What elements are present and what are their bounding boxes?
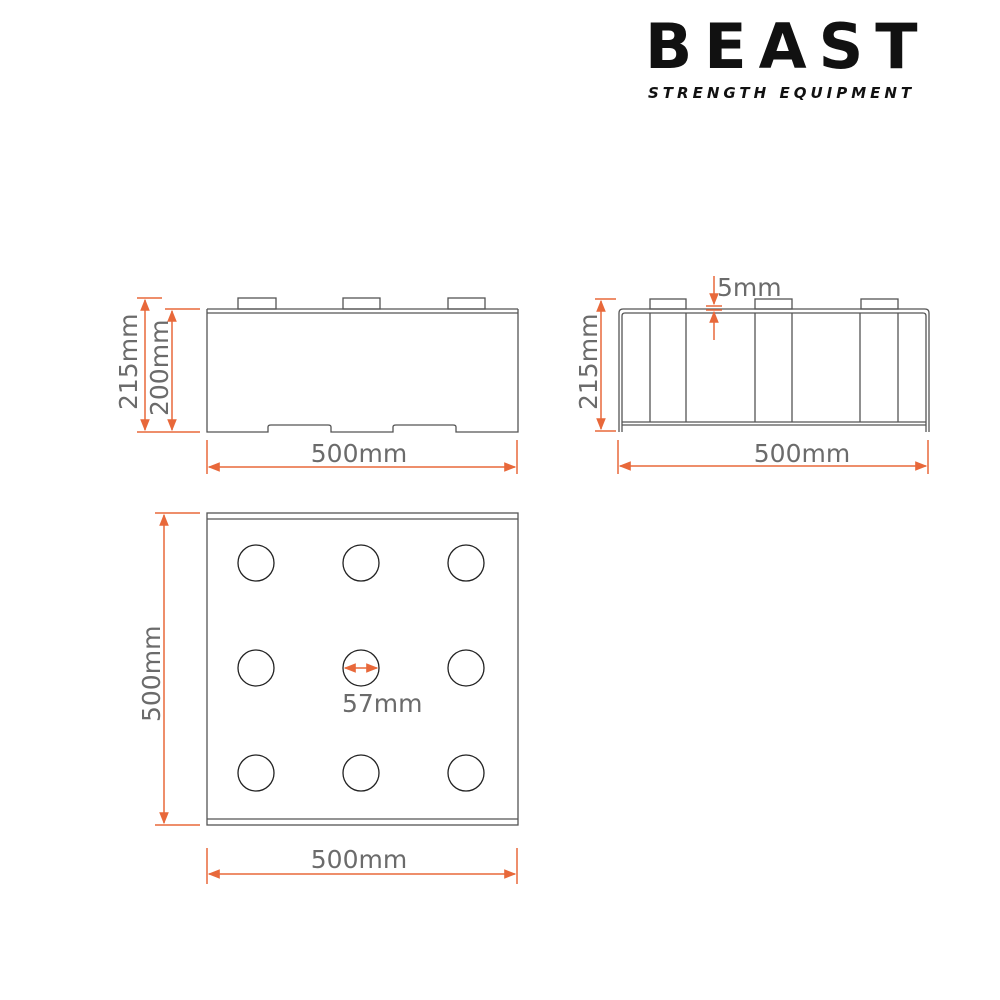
hole [237,544,275,582]
front-height-body-label: 200mm [145,320,174,416]
side-view: 5mm 215mm 500mm [574,273,930,474]
hole [342,754,380,792]
hole [342,544,380,582]
logo-tagline: STRENGTH EQUIPMENT [648,84,915,102]
front-view: 215mm 200mm 500mm [114,297,519,474]
hole [447,544,485,582]
front-width-label: 500mm [311,439,407,468]
hole [447,754,485,792]
side-thickness-label: 5mm [717,273,782,302]
hole [447,649,485,687]
front-height-total-label: 215mm [114,314,143,410]
hole [342,649,380,687]
top-width-label: 500mm [311,845,407,874]
top-view: 57mm 500mm 500mm [137,512,519,884]
side-width-label: 500mm [754,439,850,468]
side-height-label: 215mm [574,314,603,410]
hole-diameter-label: 57mm [342,689,423,718]
hole [237,649,275,687]
hole [237,754,275,792]
top-depth-label: 500mm [137,626,166,722]
logo-brand: BEAST [645,10,930,83]
brand-logo: BEAST STRENGTH EQUIPMENT [645,10,930,102]
